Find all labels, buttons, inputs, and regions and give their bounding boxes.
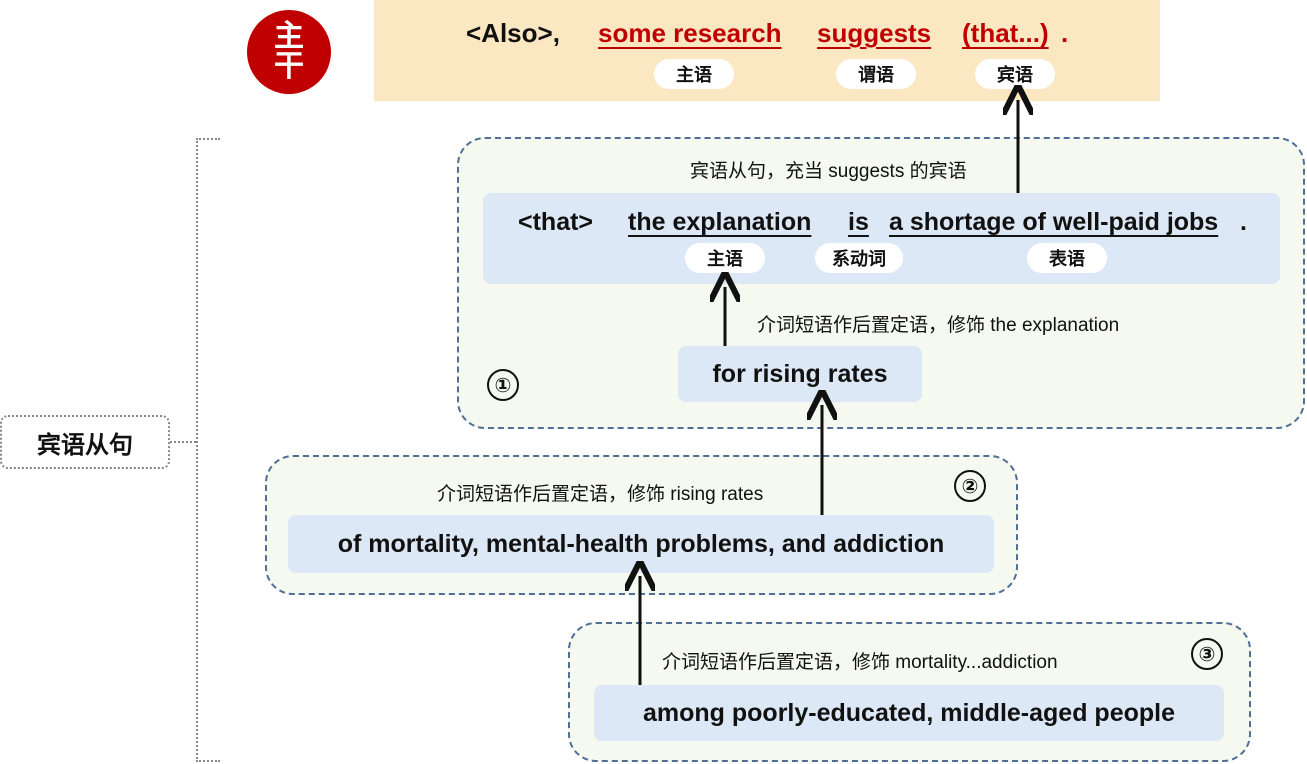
clause-predicative: a shortage of well-paid jobs — [889, 208, 1219, 236]
phrase-2: of mortality, mental-health problems, an… — [337, 529, 945, 558]
clause-that: <that> — [518, 208, 594, 236]
clause-label-subject: 主语 — [685, 243, 765, 273]
label-object: 宾语 — [975, 59, 1055, 89]
group-1-number: ① — [487, 369, 519, 401]
token-period: . — [1061, 18, 1069, 48]
token-also: <Also>, — [466, 18, 560, 48]
token-verb: suggests — [817, 18, 932, 48]
clause-verb: is — [848, 208, 869, 236]
group-1-note: 宾语从句，充当 suggests 的宾语 — [690, 161, 967, 182]
clause-subject: the explanation — [628, 208, 812, 236]
label-subject: 主语 — [654, 59, 734, 89]
label-verb: 谓语 — [836, 59, 916, 89]
group-3-note: 介词短语作后置定语，修饰 mortality...addiction — [662, 652, 1058, 673]
phrase-3: among poorly-educated, middle-aged peopl… — [642, 698, 1175, 727]
token-object: (that...) — [962, 18, 1049, 48]
side-label: 宾语从句 — [0, 415, 170, 469]
group-2-number: ② — [954, 470, 986, 502]
clause-label-verb: 系动词 — [815, 243, 903, 273]
token-subject: some research — [598, 18, 782, 48]
side-bracket — [196, 138, 220, 762]
side-connector — [170, 441, 196, 443]
group-2-note: 介词短语作后置定语，修饰 rising rates — [437, 484, 764, 505]
clause-label-predicative: 表语 — [1027, 243, 1107, 273]
phrase-1: for rising rates — [712, 359, 888, 388]
group-1-modifier-note: 介词短语作后置定语，修饰 the explanation — [757, 315, 1120, 336]
main-clause-badge: 主 干 — [247, 10, 331, 94]
phrase-box-3: among poorly-educated, middle-aged peopl… — [594, 685, 1224, 741]
group-3-number: ③ — [1191, 638, 1223, 670]
badge-char-2: 干 — [274, 50, 304, 83]
phrase-box-2: of mortality, mental-health problems, an… — [288, 515, 994, 573]
badge-char-1: 主 — [274, 20, 304, 53]
clause-period: . — [1240, 208, 1247, 236]
phrase-box-1: for rising rates — [678, 346, 922, 402]
